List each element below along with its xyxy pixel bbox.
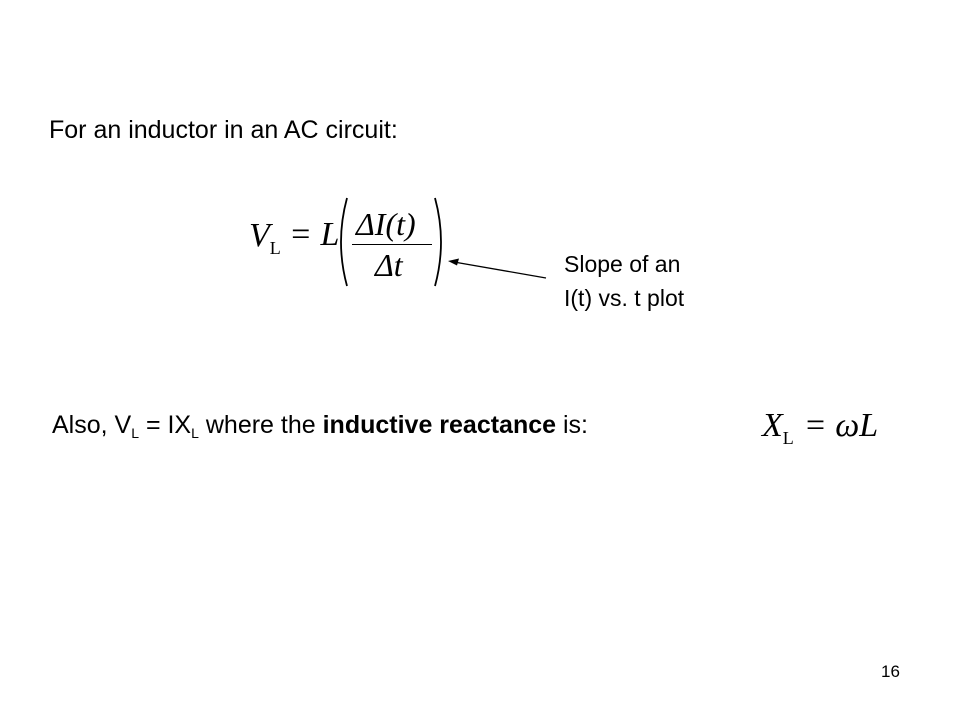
slope-annotation-line2: I(t) vs. t plot — [564, 285, 685, 311]
statement-part1: Also, V — [52, 411, 132, 439]
inductor-voltage-equation: VL = L ΔI(t) Δt — [249, 196, 449, 288]
reactance-subscript: L — [782, 428, 794, 448]
page-number: 16 — [881, 662, 900, 681]
fraction-numerator: ΔI(t) — [356, 206, 416, 242]
slope-annotation-line1: Slope of an — [564, 251, 681, 277]
statement-bold-term: inductive reactance — [322, 411, 557, 439]
statement-part3: where the — [198, 411, 323, 439]
fraction-denominator: Δt — [375, 247, 403, 283]
equation-lhs: VL — [249, 217, 281, 258]
statement-part4: is: — [556, 411, 588, 439]
voltage-subscript: L — [269, 238, 281, 258]
reactance-statement: Also, VL = IXL where the inductive react… — [52, 411, 588, 441]
right-parenthesis — [434, 197, 442, 287]
reactance-equation: XL = ωL — [762, 407, 879, 448]
statement-sub1: L — [131, 425, 139, 441]
reactance-symbol: X — [762, 407, 783, 444]
left-parenthesis — [340, 197, 348, 287]
fraction-bar — [352, 244, 432, 245]
arrow-icon — [448, 258, 547, 279]
statement-sub2: L — [191, 425, 199, 441]
voltage-symbol: V — [249, 217, 270, 254]
reactance-rhs: = ωL — [803, 407, 879, 444]
statement-part2: = IX — [139, 411, 192, 439]
slide-heading: For an inductor in an AC circuit: — [49, 116, 398, 144]
equals-inductance: = L — [289, 216, 340, 253]
slope-annotation: Slope of an I(t) vs. t plot — [564, 247, 684, 315]
